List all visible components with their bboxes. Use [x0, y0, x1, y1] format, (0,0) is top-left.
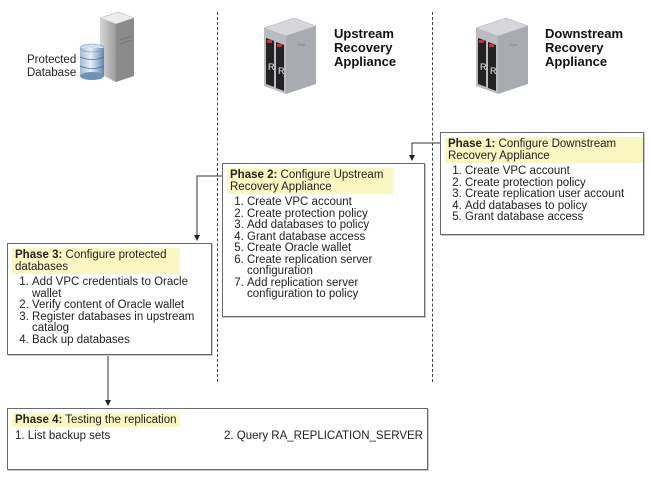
phase4-heading: Phase 4: Testing the replication — [12, 413, 180, 427]
phase3-step: Back up databases — [32, 334, 211, 347]
upstream-label-line3: Appliance — [334, 54, 397, 69]
downstream-appliance-label: Downstream Recovery Appliance — [545, 27, 623, 69]
downstream-label-line2: Recovery — [545, 40, 604, 55]
downstream-appliance-icon: R R Sun — [475, 17, 529, 94]
phase2-step: Create Oracle wallet — [247, 242, 424, 255]
database-server-icon — [79, 11, 135, 82]
column-divider-left — [217, 12, 218, 382]
arrowhead-phase3 — [194, 235, 200, 241]
phase2-step: Create protection policy — [247, 208, 424, 221]
protected-database-label-line1: Protected — [27, 54, 77, 66]
upstream-appliance-label: Upstream Recovery Appliance — [334, 27, 396, 69]
connector-phase1-to-phase2 — [411, 142, 440, 160]
phase2-step: Add databases to policy — [247, 219, 424, 232]
downstream-label-line3: Appliance — [545, 54, 608, 69]
phase3-title: Configure protected databases — [15, 249, 167, 273]
phase1-steps: Create VPC account Create protection pol… — [441, 165, 643, 224]
connector-phase2-to-phase3 — [196, 175, 222, 240]
phase1-step: Add databases to policy — [465, 200, 643, 213]
arrowhead-phase4 — [105, 400, 111, 406]
phase1-box: Phase 1: Configure Downstream Recovery A… — [440, 132, 644, 235]
phase3-box: Phase 3: Configure protected databases A… — [7, 243, 212, 355]
phase4-label: Phase 4: — [15, 414, 63, 426]
phase1-step: Create protection policy — [465, 177, 643, 190]
svg-text:R: R — [278, 66, 285, 76]
upstream-appliance-icon: R R Sun — [263, 17, 317, 94]
phase1-heading: Phase 1: Configure Downstream Recovery A… — [445, 137, 643, 163]
svg-text:Sun: Sun — [510, 42, 517, 47]
upstream-label-line2: Recovery — [334, 40, 393, 55]
phase4-step2: 2. Query RA_REPLICATION_SERVER — [224, 430, 423, 442]
phase2-steps: Create VPC account Create protection pol… — [223, 196, 424, 301]
phase3-label: Phase 3: — [15, 249, 63, 261]
phase1-step: Grant database access — [465, 211, 643, 224]
phase2-title: Configure Upstream Recovery Appliance — [230, 169, 384, 193]
phase3-heading: Phase 3: Configure protected databases — [12, 248, 180, 274]
phase4-step1: 1. List backup sets — [15, 430, 111, 442]
phase3-step: Add VPC credentials to Oracle wallet — [32, 276, 190, 300]
phase1-label: Phase 1: — [448, 138, 496, 150]
phase1-step: Create replication user account — [465, 188, 643, 201]
phase4-box: Phase 4: Testing the replication 1. List… — [7, 408, 428, 470]
phase2-step: Add replication server configuration to … — [247, 277, 387, 301]
phase2-box: Phase 2: Configure Upstream Recovery App… — [222, 163, 425, 317]
protected-database-label-line2: Database — [27, 66, 77, 79]
upstream-label-line1: Upstream — [334, 26, 394, 41]
phase2-step: Create VPC account — [247, 196, 424, 209]
column-divider-right — [432, 12, 433, 382]
arrowhead-phase2 — [409, 155, 415, 161]
phase2-step: Grant database access — [247, 231, 424, 244]
phase2-step: Create replication server configuration — [247, 254, 387, 278]
phase3-step: Verify content of Oracle wallet — [32, 299, 211, 312]
phase4-title: Testing the replication — [62, 414, 177, 426]
downstream-label-line1: Downstream — [545, 26, 624, 41]
svg-text:R: R — [268, 62, 275, 72]
svg-text:R: R — [490, 66, 497, 76]
phase1-title: Configure Downstream Recovery Appliance — [448, 138, 617, 162]
svg-text:R: R — [480, 62, 487, 72]
phase1-step: Create VPC account — [465, 165, 643, 178]
svg-text:Sun: Sun — [298, 42, 305, 47]
phase2-heading: Phase 2: Configure Upstream Recovery App… — [227, 168, 393, 194]
protected-database-label: Protected Database — [27, 54, 76, 79]
phase2-label: Phase 2: — [230, 169, 278, 181]
phase3-steps: Add VPC credentials to Oracle wallet Ver… — [8, 276, 211, 347]
phase3-step: Register databases in upstream catalog — [32, 311, 202, 335]
